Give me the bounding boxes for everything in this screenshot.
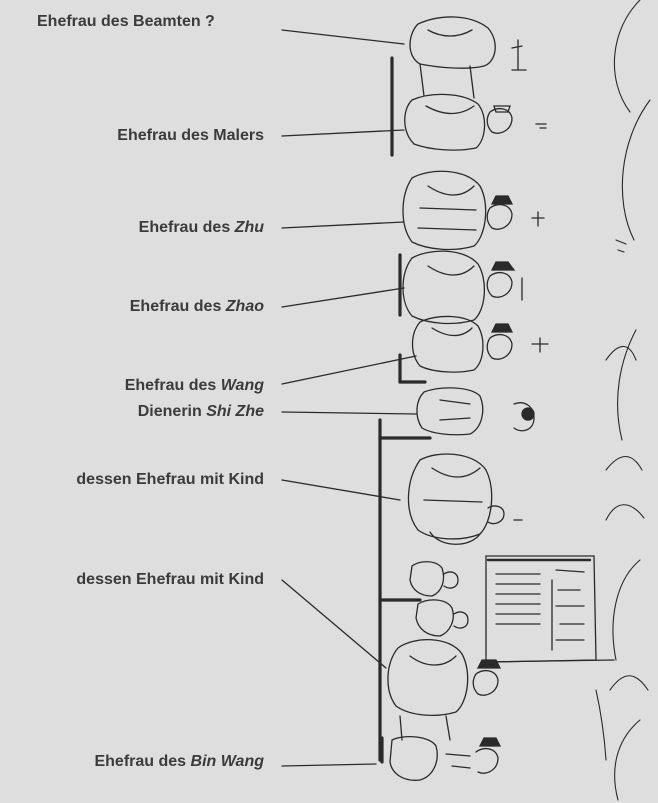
label-wang-wife: Ehefrau des Wang [125,376,264,396]
label-wife-with-child-2: dessen Ehefrau mit Kind [76,570,264,590]
label-zhao-wife: Ehefrau des Zhao [130,297,264,317]
label-zhu-wife: Ehefrau des Zhu [139,218,264,238]
label-beamten-wife: Ehefrau des Beamten ? [37,12,215,32]
label-servant-shi-zhe: Dienerin Shi Zhe [138,402,264,422]
label-malers-wife: Ehefrau des Malers [117,126,264,146]
label-bin-wang-wife: Ehefrau des Bin Wang [94,752,264,772]
label-wife-with-child-1: dessen Ehefrau mit Kind [76,470,264,490]
